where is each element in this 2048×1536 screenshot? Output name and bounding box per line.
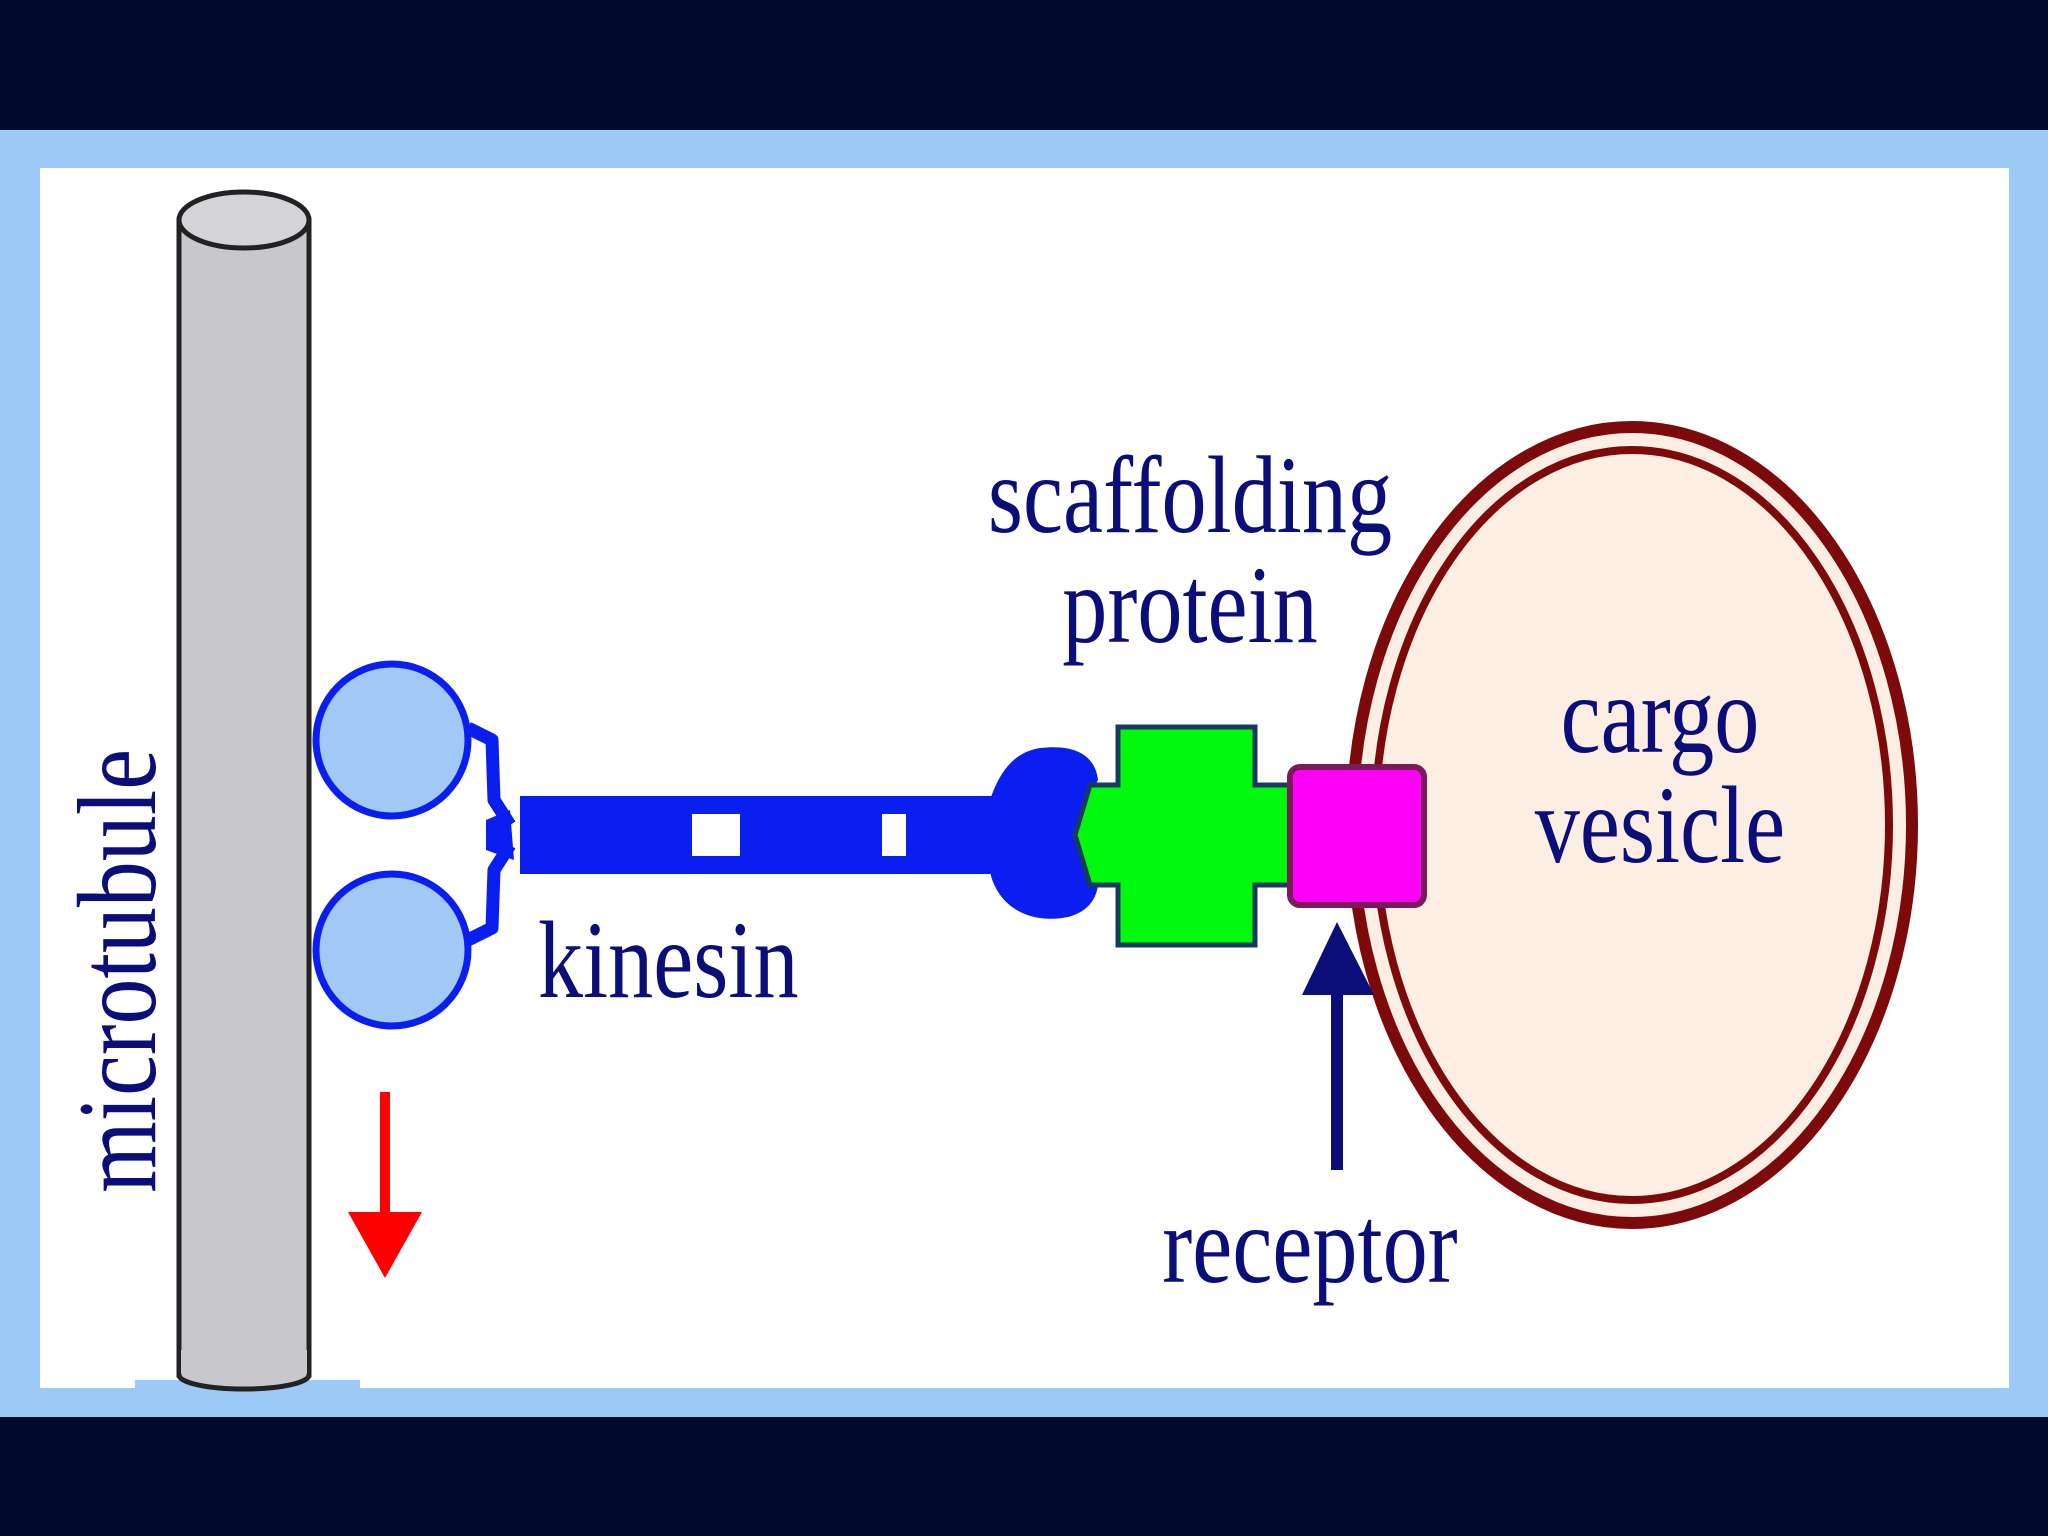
cargo-vesicle-label: cargo vesicle bbox=[1512, 660, 1807, 880]
cargo-vesicle-label-line1: cargo bbox=[1560, 654, 1760, 776]
receptor-pointer-arrow bbox=[1302, 922, 1374, 1170]
microtubule-label: microtubule bbox=[56, 749, 180, 1193]
kinesin-neck-linker bbox=[465, 722, 516, 946]
kinesin-head-upper bbox=[312, 660, 472, 820]
cargo-vesicle-label-line2: vesicle bbox=[1534, 764, 1786, 886]
receptor-label: receptor bbox=[1162, 1184, 1458, 1306]
scaffolding-protein-label-line2: protein bbox=[1062, 544, 1318, 666]
microtubule bbox=[176, 189, 312, 1392]
scaffolding-protein-label: scaffolding protein bbox=[985, 440, 1395, 660]
kinesin-label: kinesin bbox=[538, 899, 799, 1021]
kinesin-head-lower bbox=[312, 870, 472, 1030]
scaffolding-protein bbox=[1072, 724, 1293, 948]
kinesin-stalk bbox=[520, 796, 996, 874]
microtubule-top-end bbox=[176, 189, 312, 251]
movement-direction-arrow bbox=[348, 1092, 422, 1278]
kinesin-tail bbox=[990, 747, 1098, 919]
scaffolding-protein-label-line1: scaffolding bbox=[987, 434, 1393, 556]
kinesin-neck-junction bbox=[486, 810, 514, 860]
receptor bbox=[1287, 764, 1427, 908]
